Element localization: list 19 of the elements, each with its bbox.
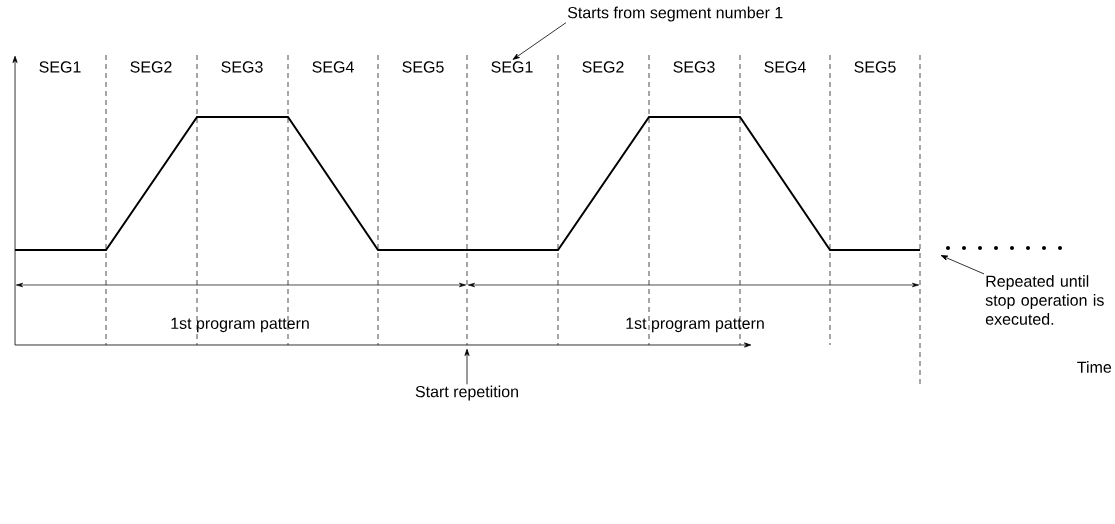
segment-label: SEG5 bbox=[402, 61, 444, 73]
segment-label: SEG3 bbox=[673, 61, 715, 73]
leader-line bbox=[940, 255, 985, 275]
segment-label: SEG2 bbox=[582, 61, 624, 73]
pattern-label: 1st program pattern bbox=[626, 317, 764, 333]
segment-label: SEG1 bbox=[491, 61, 533, 73]
segment-label: SEG1 bbox=[39, 61, 81, 73]
segment-label: SEG4 bbox=[312, 61, 354, 73]
segment-label: SEG4 bbox=[764, 61, 806, 73]
annotation-text: Starts from segment number 1 bbox=[567, 6, 783, 22]
segment-label: SEG2 bbox=[130, 61, 172, 73]
leader-line bbox=[464, 348, 470, 385]
segment-label: SEG3 bbox=[221, 61, 263, 73]
axis-label: Time bbox=[1077, 361, 1112, 373]
annotation-text: Start repetition bbox=[415, 385, 518, 401]
segment-label: SEG5 bbox=[854, 61, 896, 73]
leader-line bbox=[512, 22, 567, 60]
annotation-text: Repeated until stop operation is executed. bbox=[985, 275, 1104, 325]
pattern-label: 1st program pattern bbox=[171, 317, 309, 333]
